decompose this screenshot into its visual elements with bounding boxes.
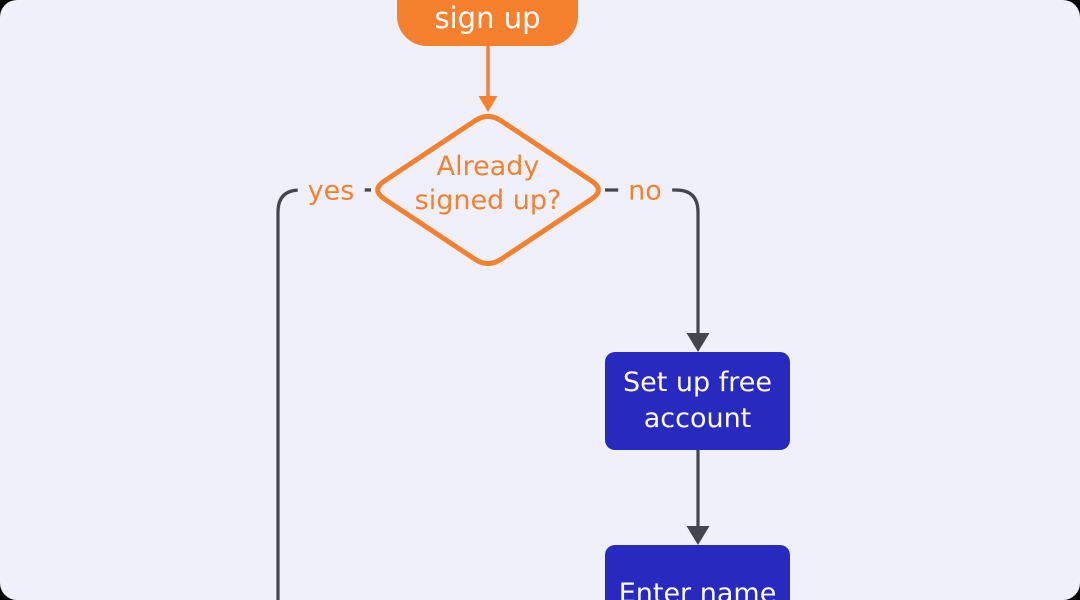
connector-decision-to-setup [605, 188, 700, 335]
node-set-up-free-account[interactable]: Set up free account [605, 352, 790, 450]
decision-diamond-shape[interactable] [375, 113, 601, 267]
node-sign-up[interactable]: sign up [397, 0, 578, 46]
arrowhead-into-enter-icon [686, 526, 710, 545]
node-enter-name[interactable]: Enter name [605, 545, 790, 600]
arrowhead-into-decision-icon [478, 96, 498, 112]
edge-label-no[interactable]: no [618, 173, 672, 209]
setup-label-line1: Set up free [623, 367, 772, 398]
node-already-signed-up[interactable]: Already signed up? [371, 112, 605, 268]
setup-label-line2: account [643, 403, 752, 434]
node-sign-up-label: sign up [434, 1, 541, 35]
arrowhead-into-setup-icon [686, 333, 710, 352]
connector-decision-yes-branch [276, 188, 371, 600]
decision-label-line2: signed up? [414, 185, 562, 216]
enter-name-label: Enter name [618, 578, 777, 600]
decision-label-line1: Already [436, 151, 540, 182]
edge-label-yes[interactable]: yes [297, 173, 365, 209]
